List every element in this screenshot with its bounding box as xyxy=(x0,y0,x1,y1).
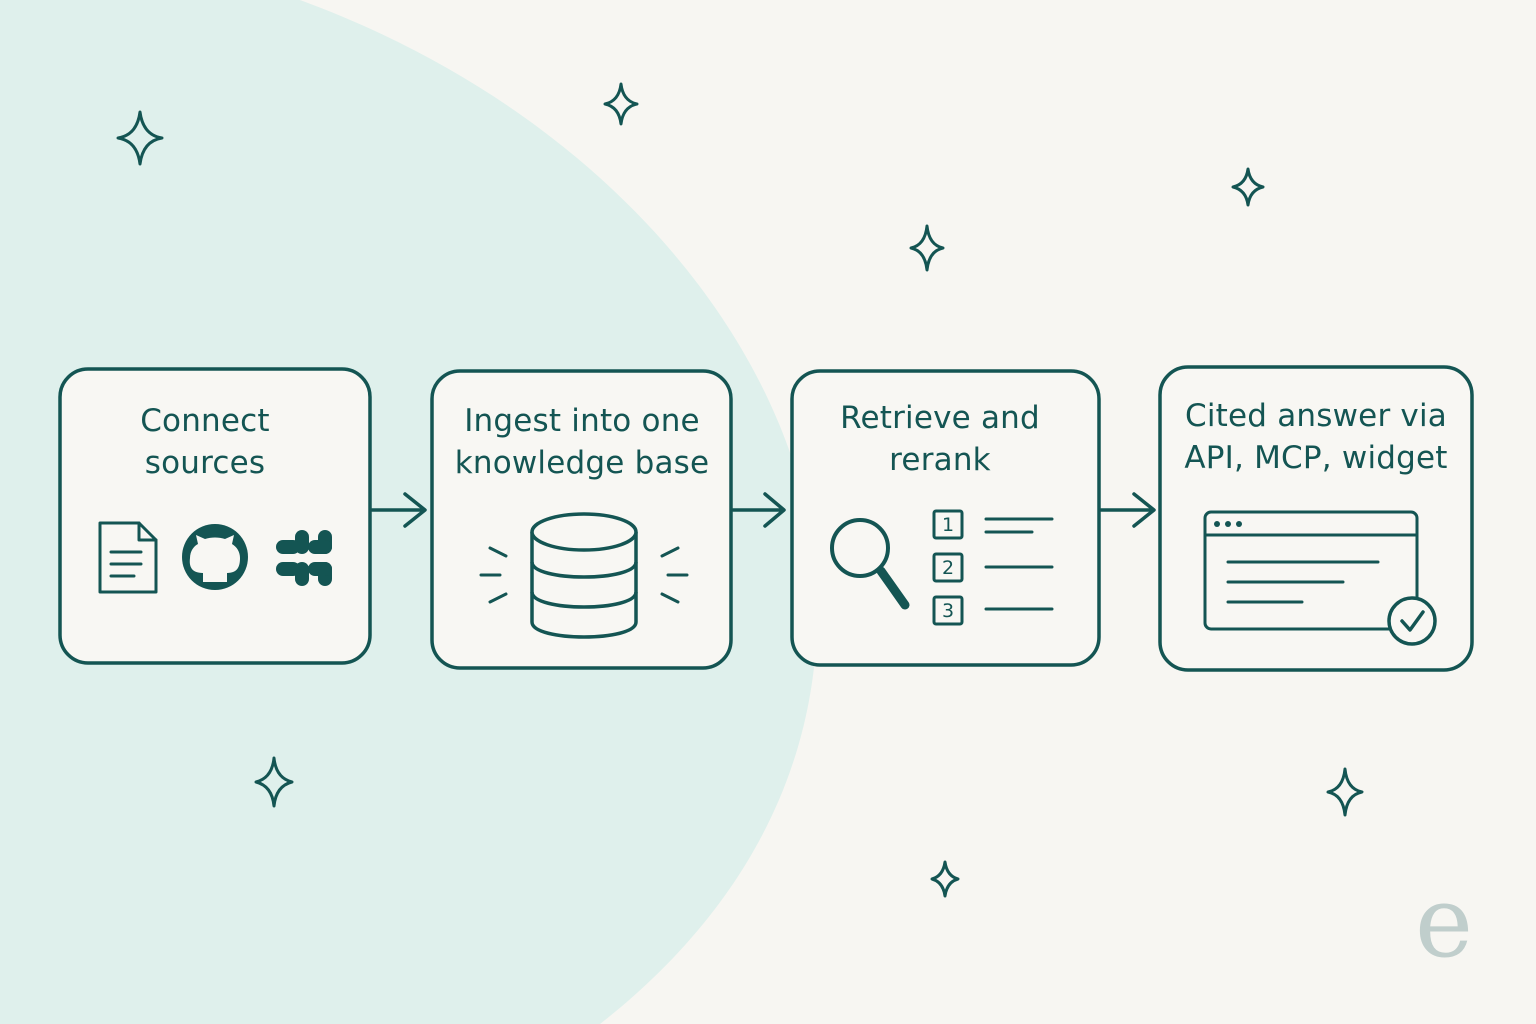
sparkle-icon xyxy=(930,860,960,898)
title-line: knowledge base xyxy=(454,445,710,481)
title-line: Retrieve and xyxy=(840,400,1040,436)
step-box-cited-answer xyxy=(1158,365,1474,672)
title-line: Ingest into one xyxy=(464,403,700,439)
database-icon xyxy=(530,512,638,639)
step-title-ingest: Ingest into one knowledge base xyxy=(442,400,722,484)
arrow-right-icon xyxy=(370,492,427,528)
sparkle-icon xyxy=(1326,767,1364,817)
document-icon xyxy=(98,521,158,594)
sparkle-icon xyxy=(116,110,164,166)
title-line: rerank xyxy=(889,442,991,478)
background-blob xyxy=(0,0,818,1024)
sparkle-icon xyxy=(254,756,294,808)
title-line: Connect xyxy=(140,403,270,439)
github-icon xyxy=(182,524,248,590)
ranked-list-icon xyxy=(932,509,1054,626)
title-line: Cited answer via xyxy=(1185,398,1447,434)
arrow-right-icon xyxy=(731,492,786,528)
arrow-right-icon xyxy=(1099,492,1156,528)
step-title-cited-answer: Cited answer via API, MCP, widget xyxy=(1170,395,1462,479)
slack-icon xyxy=(276,530,332,586)
title-line: API, MCP, widget xyxy=(1184,440,1448,476)
rank-number: 1 xyxy=(942,514,954,536)
sparkle-icon xyxy=(603,82,639,126)
sparkle-icon xyxy=(909,224,945,272)
database-glow-lines xyxy=(479,546,689,604)
step-box-connect-sources xyxy=(58,367,372,665)
step-title-retrieve-rerank: Retrieve and rerank xyxy=(805,397,1075,481)
magnifier-icon xyxy=(830,518,910,610)
step-title-connect-sources: Connect sources xyxy=(80,400,330,484)
sparkle-icon xyxy=(1231,167,1265,207)
check-circle-icon xyxy=(1387,596,1437,646)
brand-logo-mark: e xyxy=(1415,866,1473,980)
rank-number: 3 xyxy=(942,600,954,622)
title-line: sources xyxy=(144,445,266,481)
browser-window-icon xyxy=(1203,510,1419,631)
rank-number: 2 xyxy=(942,557,954,579)
step-box-retrieve-rerank xyxy=(790,369,1101,667)
